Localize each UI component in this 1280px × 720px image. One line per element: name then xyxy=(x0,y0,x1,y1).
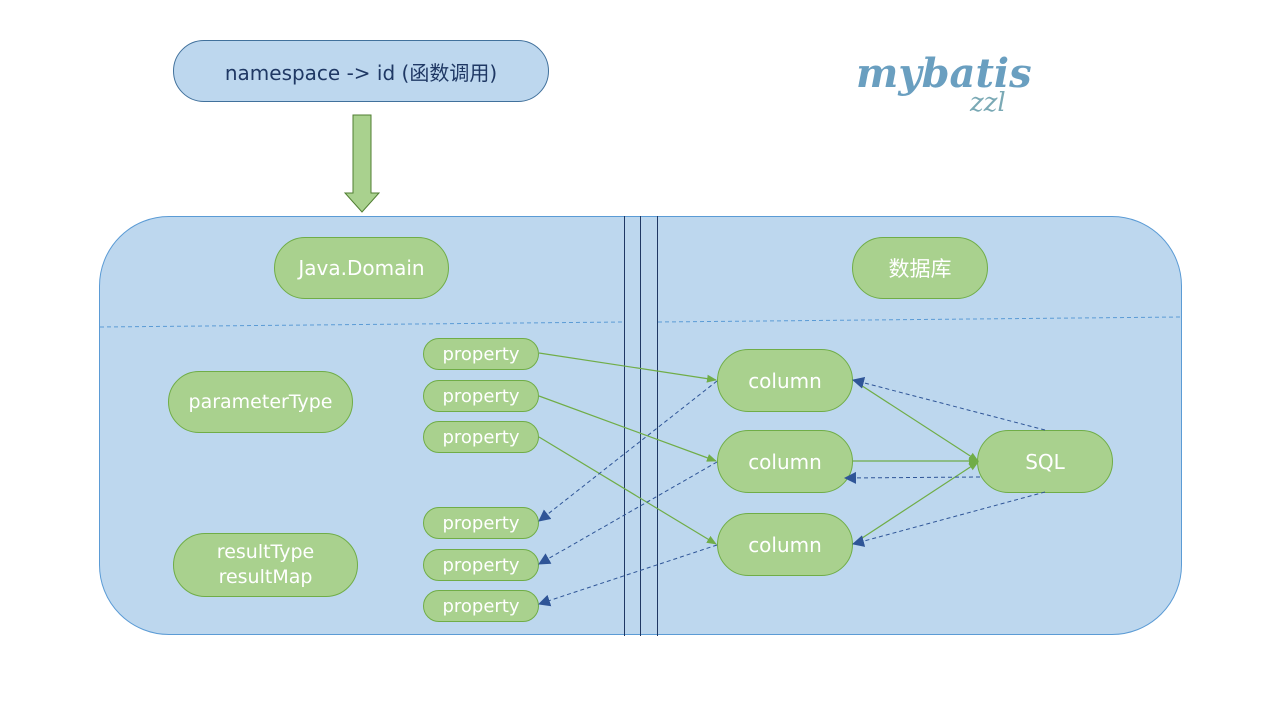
property-node: property xyxy=(423,421,539,453)
divider-line-3 xyxy=(657,216,658,636)
author-name: zzl xyxy=(970,88,1006,118)
divider-line-1 xyxy=(624,216,625,636)
result-map-label: resultMap xyxy=(218,566,313,588)
sql-node: SQL xyxy=(977,430,1113,493)
mybatis-logo: mybatis xyxy=(856,50,1032,97)
logo-title: mybatis xyxy=(856,50,1032,97)
property-node: property xyxy=(423,590,539,622)
column-node: column xyxy=(717,430,853,493)
database-heading: 数据库 xyxy=(852,237,988,299)
property-node: property xyxy=(423,380,539,412)
property-label: property xyxy=(442,595,520,617)
property-label: property xyxy=(442,554,520,576)
property-label: property xyxy=(442,512,520,534)
property-label: property xyxy=(442,385,520,407)
result-node: resultType resultMap xyxy=(173,533,358,597)
column-node: column xyxy=(717,513,853,576)
column-label: column xyxy=(748,368,822,393)
parameter-type-label: parameterType xyxy=(188,391,333,413)
java-domain-heading: Java.Domain xyxy=(274,237,449,299)
database-label: 数据库 xyxy=(888,257,952,281)
property-node: property xyxy=(423,549,539,581)
namespace-label: namespace -> id (函数调用) xyxy=(224,60,498,85)
property-label: property xyxy=(442,343,520,365)
column-label: column xyxy=(748,532,822,557)
column-node: column xyxy=(717,349,853,412)
result-type-label: resultType xyxy=(216,541,315,563)
divider-line-2 xyxy=(640,216,641,636)
property-label: property xyxy=(442,426,520,448)
author-signature: zzl xyxy=(970,88,1006,118)
sql-label: SQL xyxy=(1025,449,1065,474)
namespace-node: namespace -> id (函数调用) xyxy=(173,40,549,102)
column-label: column xyxy=(748,449,822,474)
parameter-type-node: parameterType xyxy=(168,371,353,433)
java-domain-label: Java.Domain xyxy=(298,256,425,280)
property-node: property xyxy=(423,338,539,370)
property-node: property xyxy=(423,507,539,539)
